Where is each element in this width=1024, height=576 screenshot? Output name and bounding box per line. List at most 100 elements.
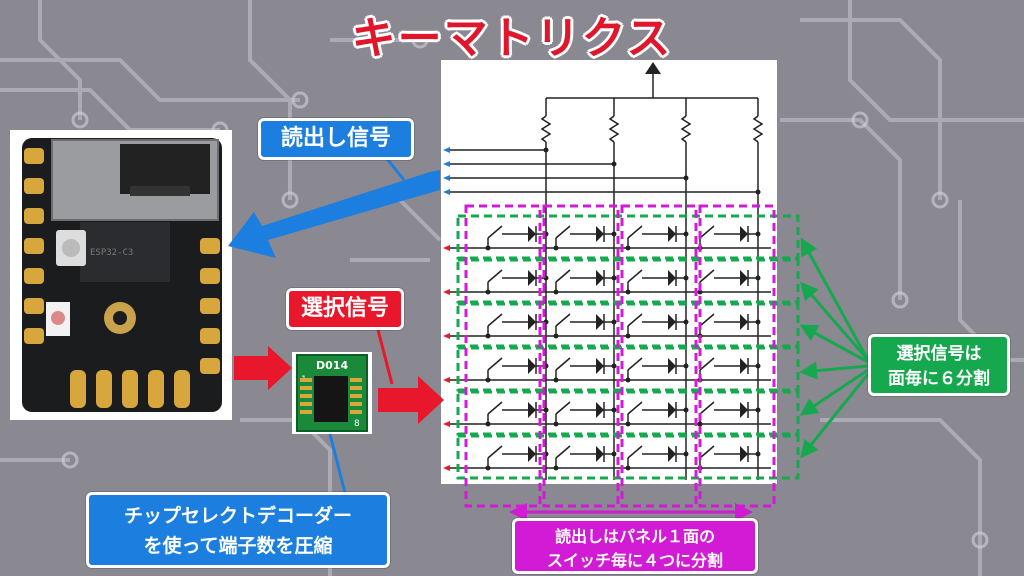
- diode-icon: [668, 446, 676, 462]
- diode-icon: [668, 402, 676, 418]
- read-signal-arrow-icon: [443, 175, 450, 181]
- junction-dot: [485, 289, 491, 295]
- junction-dot: [485, 377, 491, 383]
- panel-split-line1: 読出しはパネル１面の: [554, 527, 715, 546]
- chip-pin8-label: 8: [354, 419, 360, 429]
- diode-icon: [740, 358, 748, 374]
- chip-marking: D014: [316, 359, 348, 372]
- face-split-callout: 選択信号は 面毎に６分割: [868, 334, 1010, 396]
- diode-icon: [740, 402, 748, 418]
- diode-icon: [528, 446, 536, 462]
- select-signal-arrow-icon: [443, 377, 450, 383]
- junction-dot: [683, 275, 689, 281]
- switch-icon: [555, 401, 571, 415]
- junction-dot: [611, 363, 617, 369]
- resistor-icon: [752, 115, 764, 143]
- switch-icon: [487, 313, 503, 327]
- diode-icon: [668, 226, 676, 242]
- junction-dot: [543, 147, 549, 153]
- junction-dot: [485, 333, 491, 339]
- junction-dot: [543, 407, 549, 413]
- diode-icon: [528, 270, 536, 286]
- switch-icon: [627, 225, 643, 239]
- junction-dot: [485, 245, 491, 251]
- select-signal-arrow-icon: [443, 465, 450, 471]
- junction-dot: [683, 319, 689, 325]
- switch-icon: [627, 357, 643, 371]
- select-signal-arrow-icon: [443, 289, 450, 295]
- read-signal-arrow: [228, 170, 440, 258]
- key-matrix-schematic: [441, 60, 777, 484]
- board-to-chip-arrow: [234, 346, 292, 390]
- read-signal-arrow-icon: [443, 161, 450, 167]
- switch-icon: [627, 313, 643, 327]
- diode-icon: [668, 270, 676, 286]
- junction-dot: [683, 451, 689, 457]
- diode-icon: [740, 446, 748, 462]
- resistor-icon: [540, 115, 552, 143]
- junction-dot: [485, 465, 491, 471]
- switch-icon: [555, 357, 571, 371]
- diode-icon: [740, 270, 748, 286]
- junction-dot: [611, 161, 617, 167]
- resistor-icon: [680, 115, 692, 143]
- junction-dot: [611, 231, 617, 237]
- chip-to-matrix-arrow: [378, 376, 444, 424]
- junction-dot: [625, 333, 631, 339]
- junction-dot: [611, 407, 617, 413]
- switch-icon: [699, 313, 715, 327]
- switch-icon: [487, 401, 503, 415]
- face-split-line1: 選択信号は: [896, 344, 982, 364]
- diode-icon: [596, 402, 604, 418]
- read-signal-arrow-icon: [443, 189, 450, 195]
- diode-icon: [528, 402, 536, 418]
- junction-dot: [625, 289, 631, 295]
- junction-dot: [611, 275, 617, 281]
- decoder-callout: チップセレクトデコーダー を使って端子数を圧縮: [86, 492, 390, 568]
- schematic-background: [441, 60, 777, 484]
- panel-split-line2: スイッチ毎に４つに分割: [546, 551, 723, 570]
- junction-dot: [553, 377, 559, 383]
- junction-dot: [697, 421, 703, 427]
- junction-dot: [755, 451, 761, 457]
- diode-icon: [596, 270, 604, 286]
- junction-dot: [625, 421, 631, 427]
- junction-dot: [553, 421, 559, 427]
- junction-dot: [755, 275, 761, 281]
- vcc-arrow-icon: [645, 62, 661, 74]
- switch-icon: [487, 269, 503, 283]
- switch-icon: [699, 225, 715, 239]
- switch-icon: [699, 269, 715, 283]
- junction-dot: [625, 377, 631, 383]
- row-group-boxes: [456, 214, 800, 480]
- diode-icon: [596, 226, 604, 242]
- boot-button-icon: [62, 239, 80, 257]
- junction-dot: [683, 175, 689, 181]
- junction-dot: [553, 465, 559, 471]
- diode-icon: [528, 226, 536, 242]
- diode-icon: [596, 446, 604, 462]
- diode-icon: [596, 314, 604, 330]
- junction-dot: [683, 407, 689, 413]
- junction-dot: [755, 363, 761, 369]
- decoder-chip: D014 1 8: [292, 352, 372, 434]
- switch-icon: [627, 269, 643, 283]
- junction-dot: [755, 231, 761, 237]
- switch-icon: [699, 357, 715, 371]
- junction-dot: [755, 407, 761, 413]
- switch-icon: [699, 401, 715, 415]
- rgb-led-icon: [51, 311, 65, 325]
- diode-icon: [740, 314, 748, 330]
- diode-icon: [528, 358, 536, 374]
- junction-dot: [611, 451, 617, 457]
- junction-dot: [683, 231, 689, 237]
- select-signal-arrow-icon: [443, 245, 450, 251]
- diode-icon: [528, 314, 536, 330]
- junction-dot: [755, 319, 761, 325]
- switch-icon: [555, 445, 571, 459]
- select-signal-arrow-icon: [443, 421, 450, 427]
- diode-icon: [668, 358, 676, 374]
- switch-icon: [555, 225, 571, 239]
- switch-icon: [627, 445, 643, 459]
- junction-dot: [611, 319, 617, 325]
